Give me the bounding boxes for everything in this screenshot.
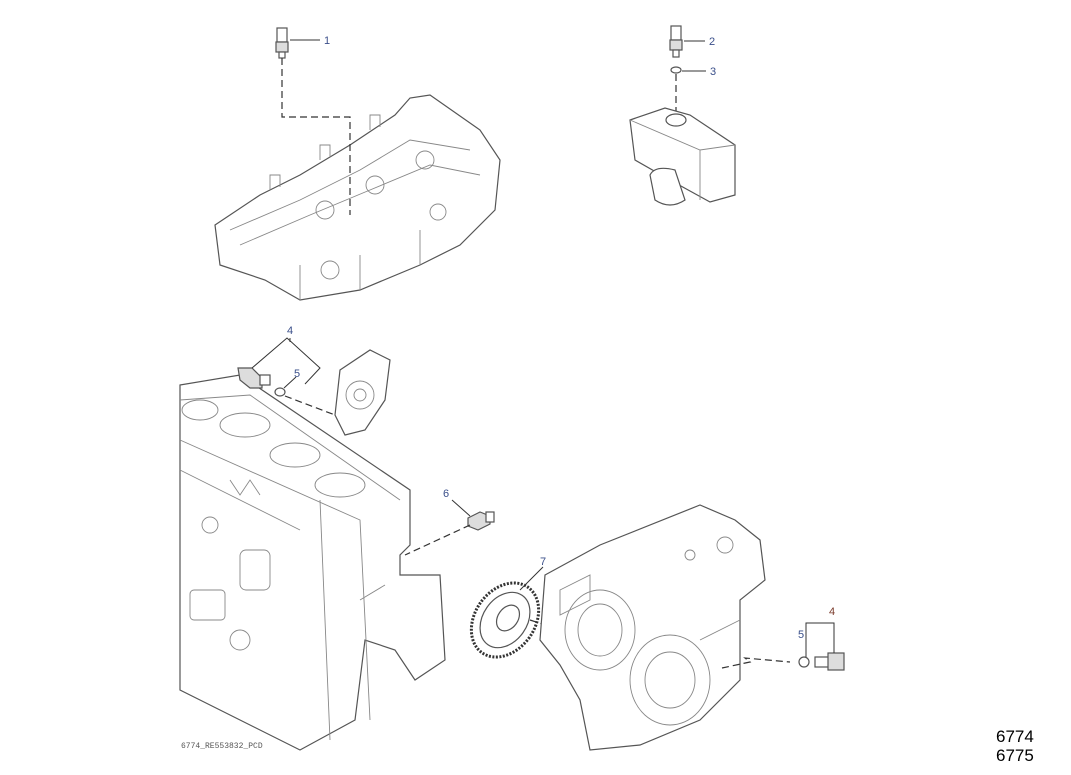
drawing-reference: 6774_RE553832_PCD	[181, 742, 263, 751]
callout-6[interactable]: 6	[443, 488, 449, 500]
front-timing-cover	[539, 504, 766, 751]
page-number: 6775	[996, 746, 1034, 765]
callout-4-lower[interactable]: 4	[829, 606, 835, 618]
bolt-6[interactable]	[467, 511, 495, 531]
engine-block	[179, 374, 446, 751]
page-number: 6774	[996, 727, 1034, 746]
callout-5-upper[interactable]: 5	[294, 368, 300, 380]
gear-7[interactable]	[457, 570, 552, 670]
callout-3[interactable]: 3	[710, 66, 716, 78]
sensor-4-lower[interactable]	[814, 652, 845, 671]
o-ring-5-upper[interactable]	[274, 387, 286, 397]
callout-5-lower[interactable]: 5	[798, 629, 804, 641]
sensor-housing	[629, 107, 736, 206]
sensor-2[interactable]	[669, 25, 683, 58]
callout-1[interactable]: 1	[324, 35, 330, 47]
o-ring-5-lower[interactable]	[798, 656, 810, 668]
o-ring-3[interactable]	[670, 66, 682, 74]
sensor-1[interactable]	[275, 27, 289, 59]
page-numbers: 6774 6775	[996, 727, 1034, 765]
callout-2[interactable]: 2	[709, 36, 715, 48]
callout-4-upper[interactable]: 4	[287, 325, 293, 337]
cylinder-head	[214, 94, 501, 301]
callout-7[interactable]: 7	[540, 556, 546, 568]
cover-plate	[334, 349, 391, 436]
